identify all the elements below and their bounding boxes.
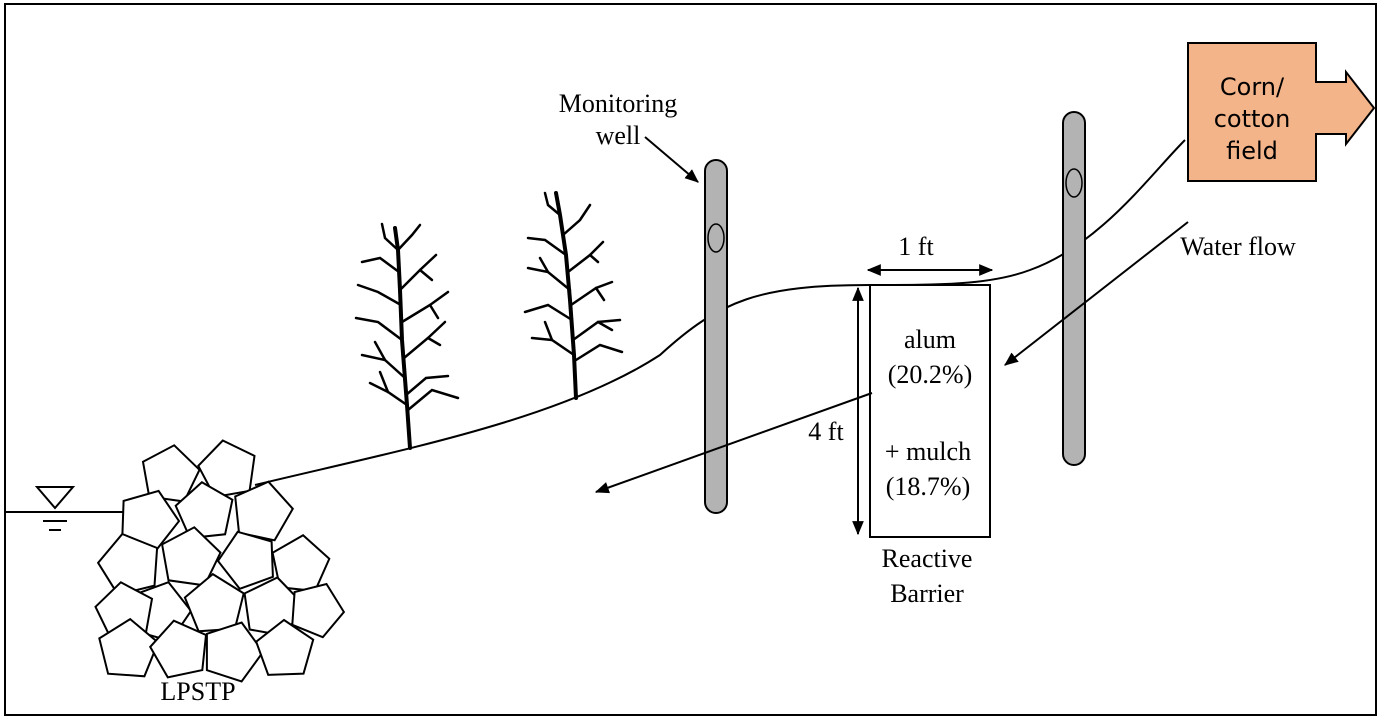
riprap-stone: [148, 619, 208, 679]
tree-right-icon: [523, 191, 624, 400]
water-flow-arrow: [1004, 221, 1189, 366]
monitoring-well-label-line2: well: [596, 121, 641, 150]
riprap-stone: [291, 582, 346, 639]
field-label-line1: Corn/: [1220, 73, 1285, 101]
monitoring-well-pointer-arrow: [644, 136, 699, 183]
reactive-barrier-box: [869, 284, 991, 538]
monitoring-well-right: [1062, 111, 1086, 466]
depth-label: 4 ft: [808, 417, 844, 446]
tree-left-icon: [354, 222, 460, 450]
monitoring-well-label-line1: Monitoring: [559, 89, 677, 118]
water-table: [6, 486, 125, 531]
diagram-frame: [4, 3, 1377, 716]
corn-cotton-field-box: [1187, 42, 1376, 182]
riprap-stone: [174, 480, 234, 540]
water-level-triangle-icon: [34, 486, 76, 510]
lpstp-riprap: [94, 439, 346, 683]
riprap-stone: [216, 530, 274, 590]
width-label: 1 ft: [898, 232, 934, 261]
alum-label: alum: [904, 325, 956, 354]
lpstp-label: LPSTP: [160, 677, 235, 706]
mulch-percent-label: (18.7%): [886, 472, 970, 501]
alum-percent-label: (20.2%): [888, 360, 972, 389]
mulch-label: + mulch: [885, 437, 971, 466]
riprap-stone: [141, 444, 201, 503]
riprap-stone: [197, 439, 256, 499]
field-label-line2: cotton: [1214, 105, 1291, 133]
riprap-stone: [271, 533, 331, 593]
reactive-barrier-label-line2: Barrier: [890, 579, 964, 608]
water-flow-label: Water flow: [1180, 232, 1296, 261]
reactive-barrier-label-line1: Reactive: [882, 544, 973, 573]
monitoring-well-left: [704, 159, 728, 514]
outflow-arrow: [594, 392, 873, 494]
riprap-stone: [160, 526, 222, 587]
field-label-line3: field: [1226, 137, 1278, 165]
riprap-stone: [98, 617, 160, 678]
riprap-stone: [255, 618, 315, 676]
